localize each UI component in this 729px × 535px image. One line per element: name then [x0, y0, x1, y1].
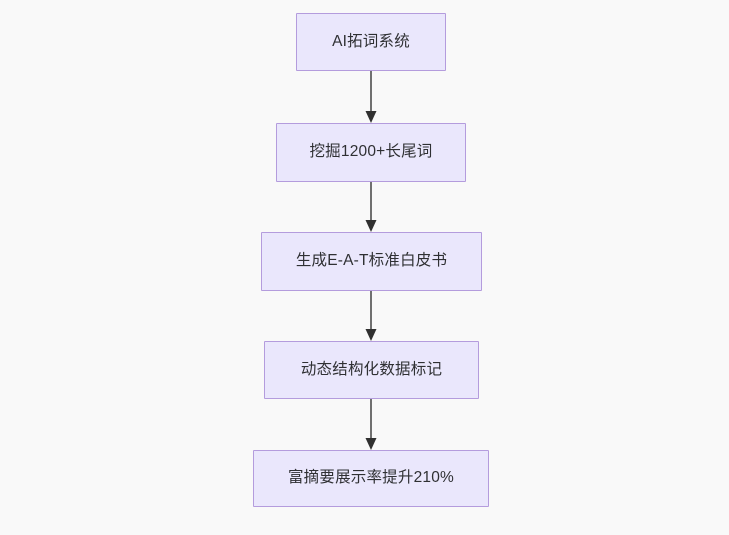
- flowchart-node-mine-longtail-keywords[interactable]: 挖掘1200+长尾词: [276, 123, 466, 182]
- edge-node3-to-node4: [365, 291, 377, 341]
- flowchart-node-rich-snippet-rate-increase[interactable]: 富摘要展示率提升210%: [253, 450, 489, 507]
- edge-node1-to-node2: [365, 71, 377, 123]
- flowchart-node-label: 挖掘1200+长尾词: [309, 143, 433, 161]
- edge-node2-to-node3: [365, 182, 377, 232]
- edge-node4-to-node5: [365, 399, 377, 450]
- flowchart-node-label: 生成E-A-T标准白皮书: [295, 252, 448, 270]
- flowchart-node-dynamic-structured-data-markup[interactable]: 动态结构化数据标记: [264, 341, 479, 399]
- flowchart-node-generate-eat-whitepaper[interactable]: 生成E-A-T标准白皮书: [261, 232, 482, 291]
- flowchart-node-ai-keyword-system[interactable]: AI拓词系统: [296, 13, 446, 71]
- flowchart-node-label: AI拓词系统: [332, 32, 410, 50]
- flowchart-node-label: 动态结构化数据标记: [300, 360, 443, 378]
- flowchart-node-label: 富摘要展示率提升210%: [287, 469, 455, 487]
